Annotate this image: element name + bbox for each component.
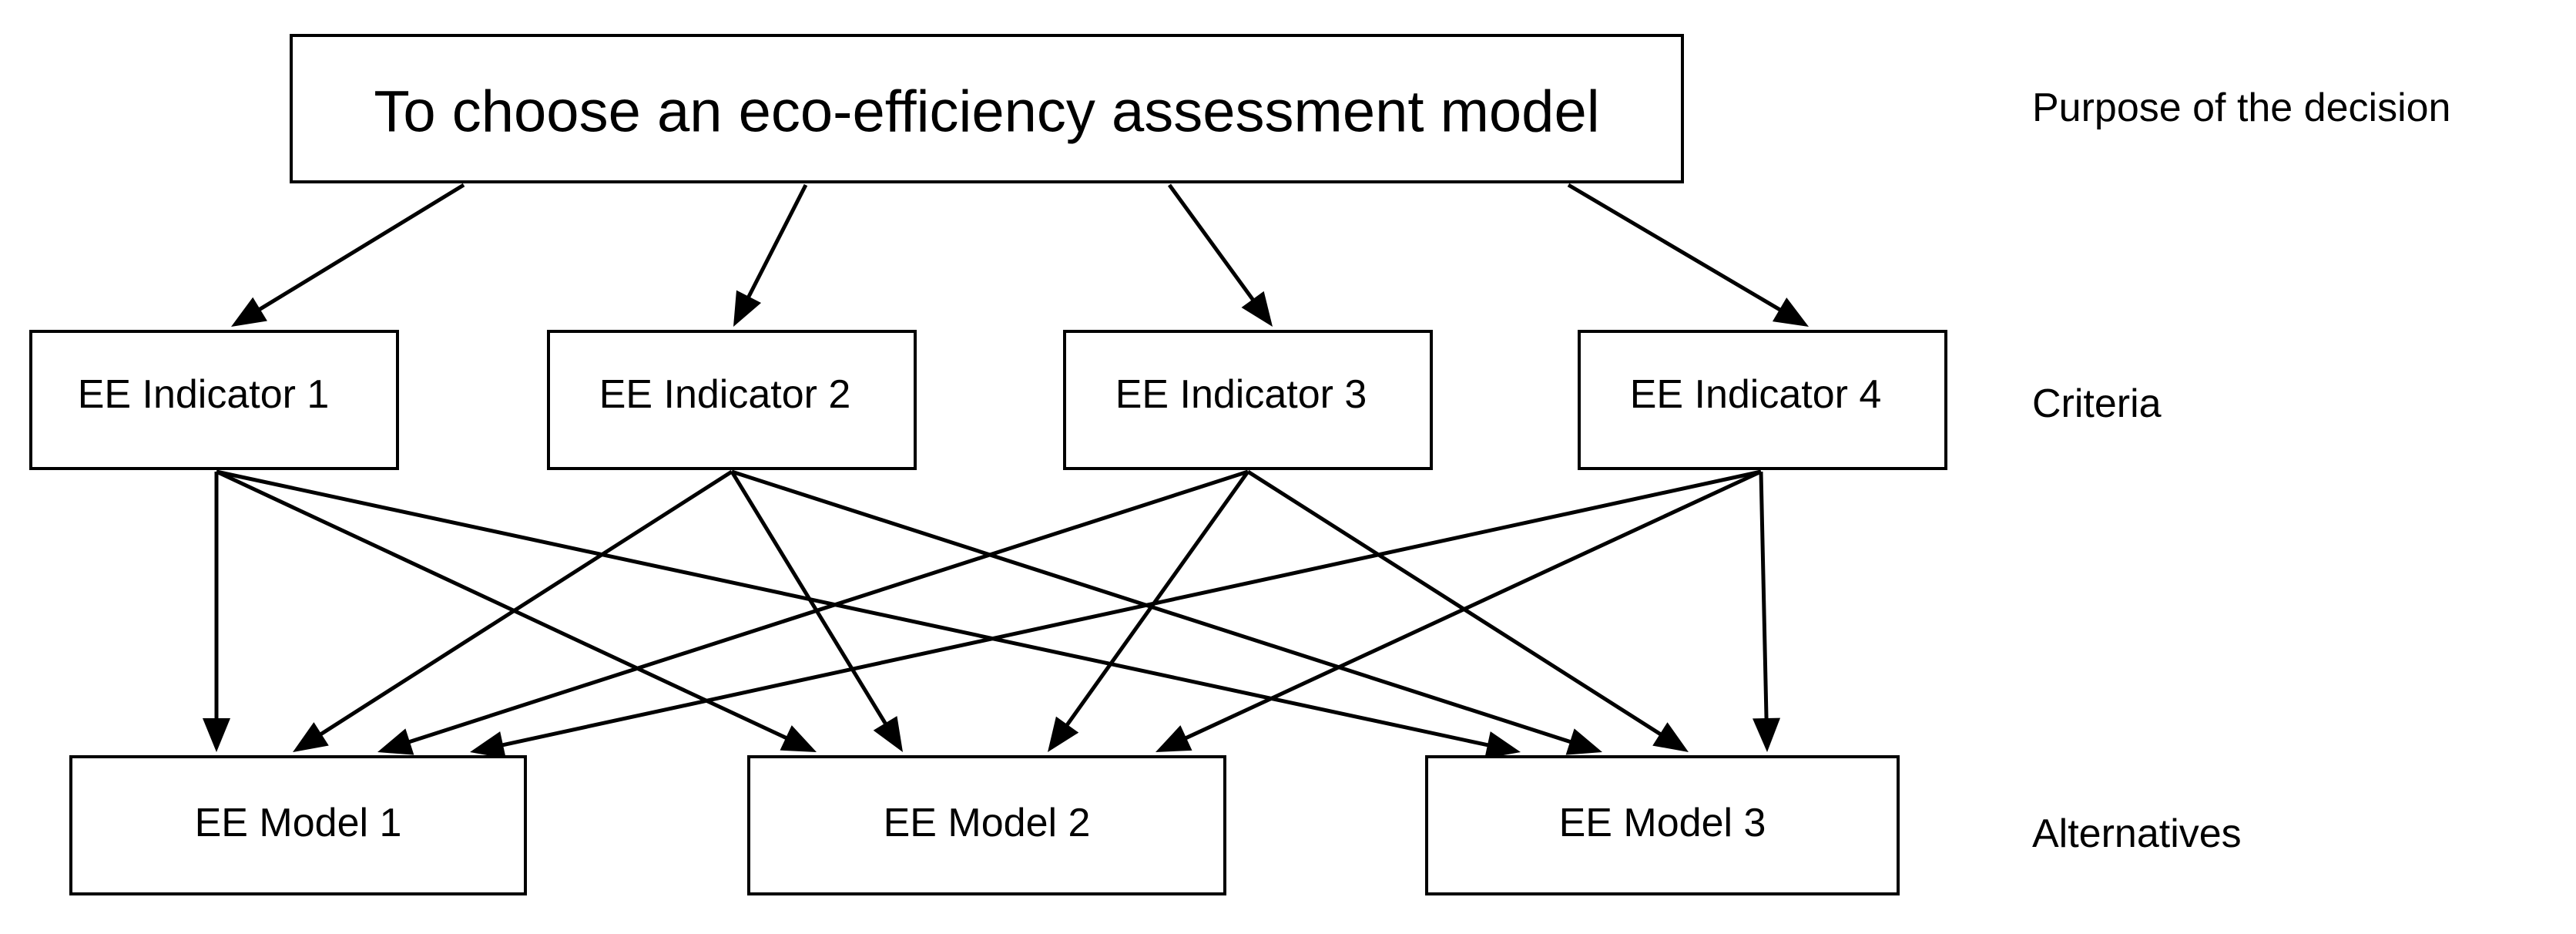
- alternative-label-1: EE Model 1: [195, 801, 402, 845]
- edge-line: [215, 469, 790, 741]
- edge-line: [1246, 469, 1664, 737]
- edge-line: [216, 469, 1491, 748]
- edge-criteria-2-to-alternatives-1: [1048, 470, 1250, 752]
- edge-line: [1167, 183, 1256, 304]
- edge-criteria-0-to-alternatives-1: [215, 469, 817, 752]
- alternative-label-3: EE Model 3: [1559, 801, 1766, 845]
- arrowhead-icon: [1772, 297, 1809, 327]
- arrowhead-icon: [1156, 725, 1192, 752]
- criterion-label-4: EE Indicator 4: [1630, 372, 1882, 417]
- arrowhead-icon: [733, 290, 762, 327]
- alternative-node-2: EE Model 2: [747, 755, 1226, 895]
- arrowhead-icon: [377, 728, 414, 755]
- edge-criteria-2-to-alternatives-2: [1246, 469, 1689, 752]
- alternative-node-3: EE Model 3: [1425, 755, 1900, 895]
- arrowhead-icon: [1753, 717, 1781, 752]
- edges-layer: [203, 183, 1809, 759]
- edge-goal-to-criteria-2: [1167, 183, 1273, 327]
- arrowhead-icon: [293, 722, 329, 752]
- level-label-purpose: Purpose of the decision: [2032, 86, 2450, 130]
- criterion-box-3: [1063, 330, 1433, 470]
- edge-goal-to-criteria-1: [733, 183, 808, 327]
- criterion-node-2: EE Indicator 2: [547, 330, 917, 470]
- edge-line: [1182, 469, 1763, 741]
- arrowhead-icon: [1652, 722, 1689, 752]
- level-label-alternatives: Alternatives: [2032, 811, 2242, 856]
- alternative-box-3: [1425, 755, 1900, 895]
- level-label-criteria: Criteria: [2032, 381, 2162, 426]
- criterion-node-4: EE Indicator 4: [1578, 330, 1947, 470]
- criterion-label-3: EE Indicator 3: [1115, 372, 1367, 417]
- edge-criteria-3-to-alternatives-0: [470, 469, 1762, 759]
- edge-line: [730, 470, 889, 727]
- arrowhead-icon: [1565, 728, 1602, 755]
- edge-criteria-3-to-alternatives-1: [1156, 469, 1763, 752]
- arrowhead-icon: [231, 297, 267, 327]
- edge-criteria-0-to-alternatives-0: [203, 472, 230, 752]
- criterion-label-2: EE Indicator 2: [599, 372, 851, 417]
- arrowhead-icon: [1048, 716, 1079, 752]
- criterion-box-1: [29, 330, 399, 470]
- edge-line: [1064, 470, 1250, 728]
- edge-goal-to-criteria-3: [1567, 183, 1809, 327]
- edge-line: [406, 469, 1249, 745]
- edge-criteria-2-to-alternatives-0: [377, 469, 1249, 755]
- edge-criteria-0-to-alternatives-2: [216, 469, 1521, 759]
- edge-line: [1759, 471, 1769, 722]
- arrowhead-icon: [1484, 731, 1521, 759]
- criterion-node-3: EE Indicator 3: [1063, 330, 1433, 470]
- edge-line: [499, 469, 1762, 748]
- alternative-label-2: EE Model 2: [884, 801, 1091, 845]
- goal-node: To choose an eco-efficiency assessment m…: [290, 34, 1684, 183]
- arrowhead-icon: [470, 731, 506, 759]
- edge-criteria-3-to-alternatives-2: [1753, 471, 1781, 752]
- alternative-node-1: EE Model 1: [69, 755, 527, 895]
- arrowhead-icon: [873, 716, 903, 752]
- criterion-box-4: [1578, 330, 1947, 470]
- criterion-node-1: EE Indicator 1: [29, 330, 399, 470]
- edge-criteria-1-to-alternatives-1: [730, 470, 903, 752]
- arrowhead-icon: [780, 725, 817, 752]
- edge-line: [317, 469, 733, 737]
- edge-line: [745, 183, 808, 301]
- edge-goal-to-criteria-0: [231, 183, 465, 327]
- arrowhead-icon: [203, 718, 230, 752]
- criterion-label-1: EE Indicator 1: [78, 372, 330, 417]
- arrowhead-icon: [1241, 291, 1273, 327]
- criterion-box-2: [547, 330, 917, 470]
- edge-line: [256, 183, 465, 313]
- edge-criteria-1-to-alternatives-0: [293, 469, 733, 752]
- alternative-box-1: [69, 755, 527, 895]
- goal-box: [290, 34, 1684, 183]
- edge-line: [1567, 183, 1783, 313]
- goal-label: To choose an eco-efficiency assessment m…: [374, 79, 1599, 145]
- alternative-box-2: [747, 755, 1226, 895]
